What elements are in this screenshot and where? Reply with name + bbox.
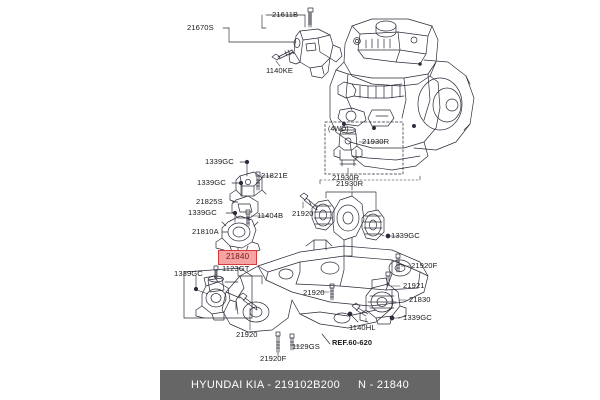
part-label-1339gc-4: 1339GC [174, 269, 203, 278]
bolt-21921 [385, 271, 391, 287]
part-label-1339gc-3: 1339GC [188, 208, 217, 217]
part-label-21670s: 21670S [187, 23, 214, 32]
part-label-1339gc-5: 1339GC [391, 231, 420, 240]
part-label-21920f-a: 21920F [260, 354, 287, 363]
part-label-21921: 21921 [403, 281, 425, 290]
part-label-1140ke: 1140KE [266, 66, 294, 75]
part-label-1129gs: 1129GS [292, 342, 320, 351]
part-label-21920-c: 21920 [303, 288, 325, 297]
mount-21830-drawing [359, 277, 407, 325]
part-label-21930r-below: 21930R [332, 173, 360, 182]
footer-code-text: N - 21840 [358, 379, 410, 391]
inset-lower-left-box [183, 267, 253, 319]
part-label-1339gc-1: 1339GC [205, 157, 234, 166]
part-label-21810a: 21810A [192, 227, 219, 236]
bracket-21670s-drawing [288, 28, 343, 79]
stud-21611b [307, 7, 314, 28]
part-label-21821e: 21821E [261, 171, 288, 180]
part-label-21930r-main: 21930R [336, 179, 364, 188]
part-label-1140hl: 1140HL [349, 323, 376, 332]
part-label-21920-a: 21920 [236, 330, 258, 339]
bolt-21920-center [299, 192, 318, 211]
bolt-11404b [245, 209, 251, 227]
part-label-21611b: 21611B [272, 10, 299, 19]
part-label-21920-b: 21920 [292, 209, 314, 218]
inset-4wd-caption: (4WD) [328, 126, 349, 133]
inset-4wd-part-label: 21930R [362, 137, 390, 146]
highlighted-part-badge[interactable]: 21840 [218, 250, 258, 265]
bolt-21920-bottom [329, 283, 335, 301]
footer-bar: HYUNDAI KIA - 219102B200 N - 21840 [160, 370, 440, 400]
bolt-1123gt [213, 265, 219, 279]
inset-4wd-box [324, 121, 404, 175]
engine-block-drawing [329, 18, 475, 171]
bolt-21821e [255, 171, 261, 191]
bolt-21920f-right [395, 253, 401, 273]
part-label-21825s: 21825S [196, 197, 223, 206]
part-label-1123gt: 1123GT [222, 264, 250, 273]
mount-21920-inset-drawing [195, 275, 237, 321]
part-label-1339gc-6: 1339GC [403, 313, 432, 322]
part-label-11404b: 11404B [257, 211, 284, 220]
part-label-1339gc-2: 1339GC [197, 178, 226, 187]
bolt-1140ke [271, 49, 295, 61]
part-label-21920f-b: 21920F [411, 261, 438, 270]
footer-brand-text: HYUNDAI KIA - 219102B200 [190, 379, 341, 391]
subframe-drawing [221, 239, 429, 333]
bolt-1129gs [289, 333, 295, 351]
reference-label: REF.60-620 [332, 338, 373, 347]
bolt-21920f-bottom [275, 331, 281, 353]
mount-21930r-main-drawing [311, 195, 385, 257]
mount-21930r-inset-drawing [333, 126, 363, 167]
part-label-21830: 21830 [409, 295, 431, 304]
bolt-1140hl [347, 302, 369, 317]
